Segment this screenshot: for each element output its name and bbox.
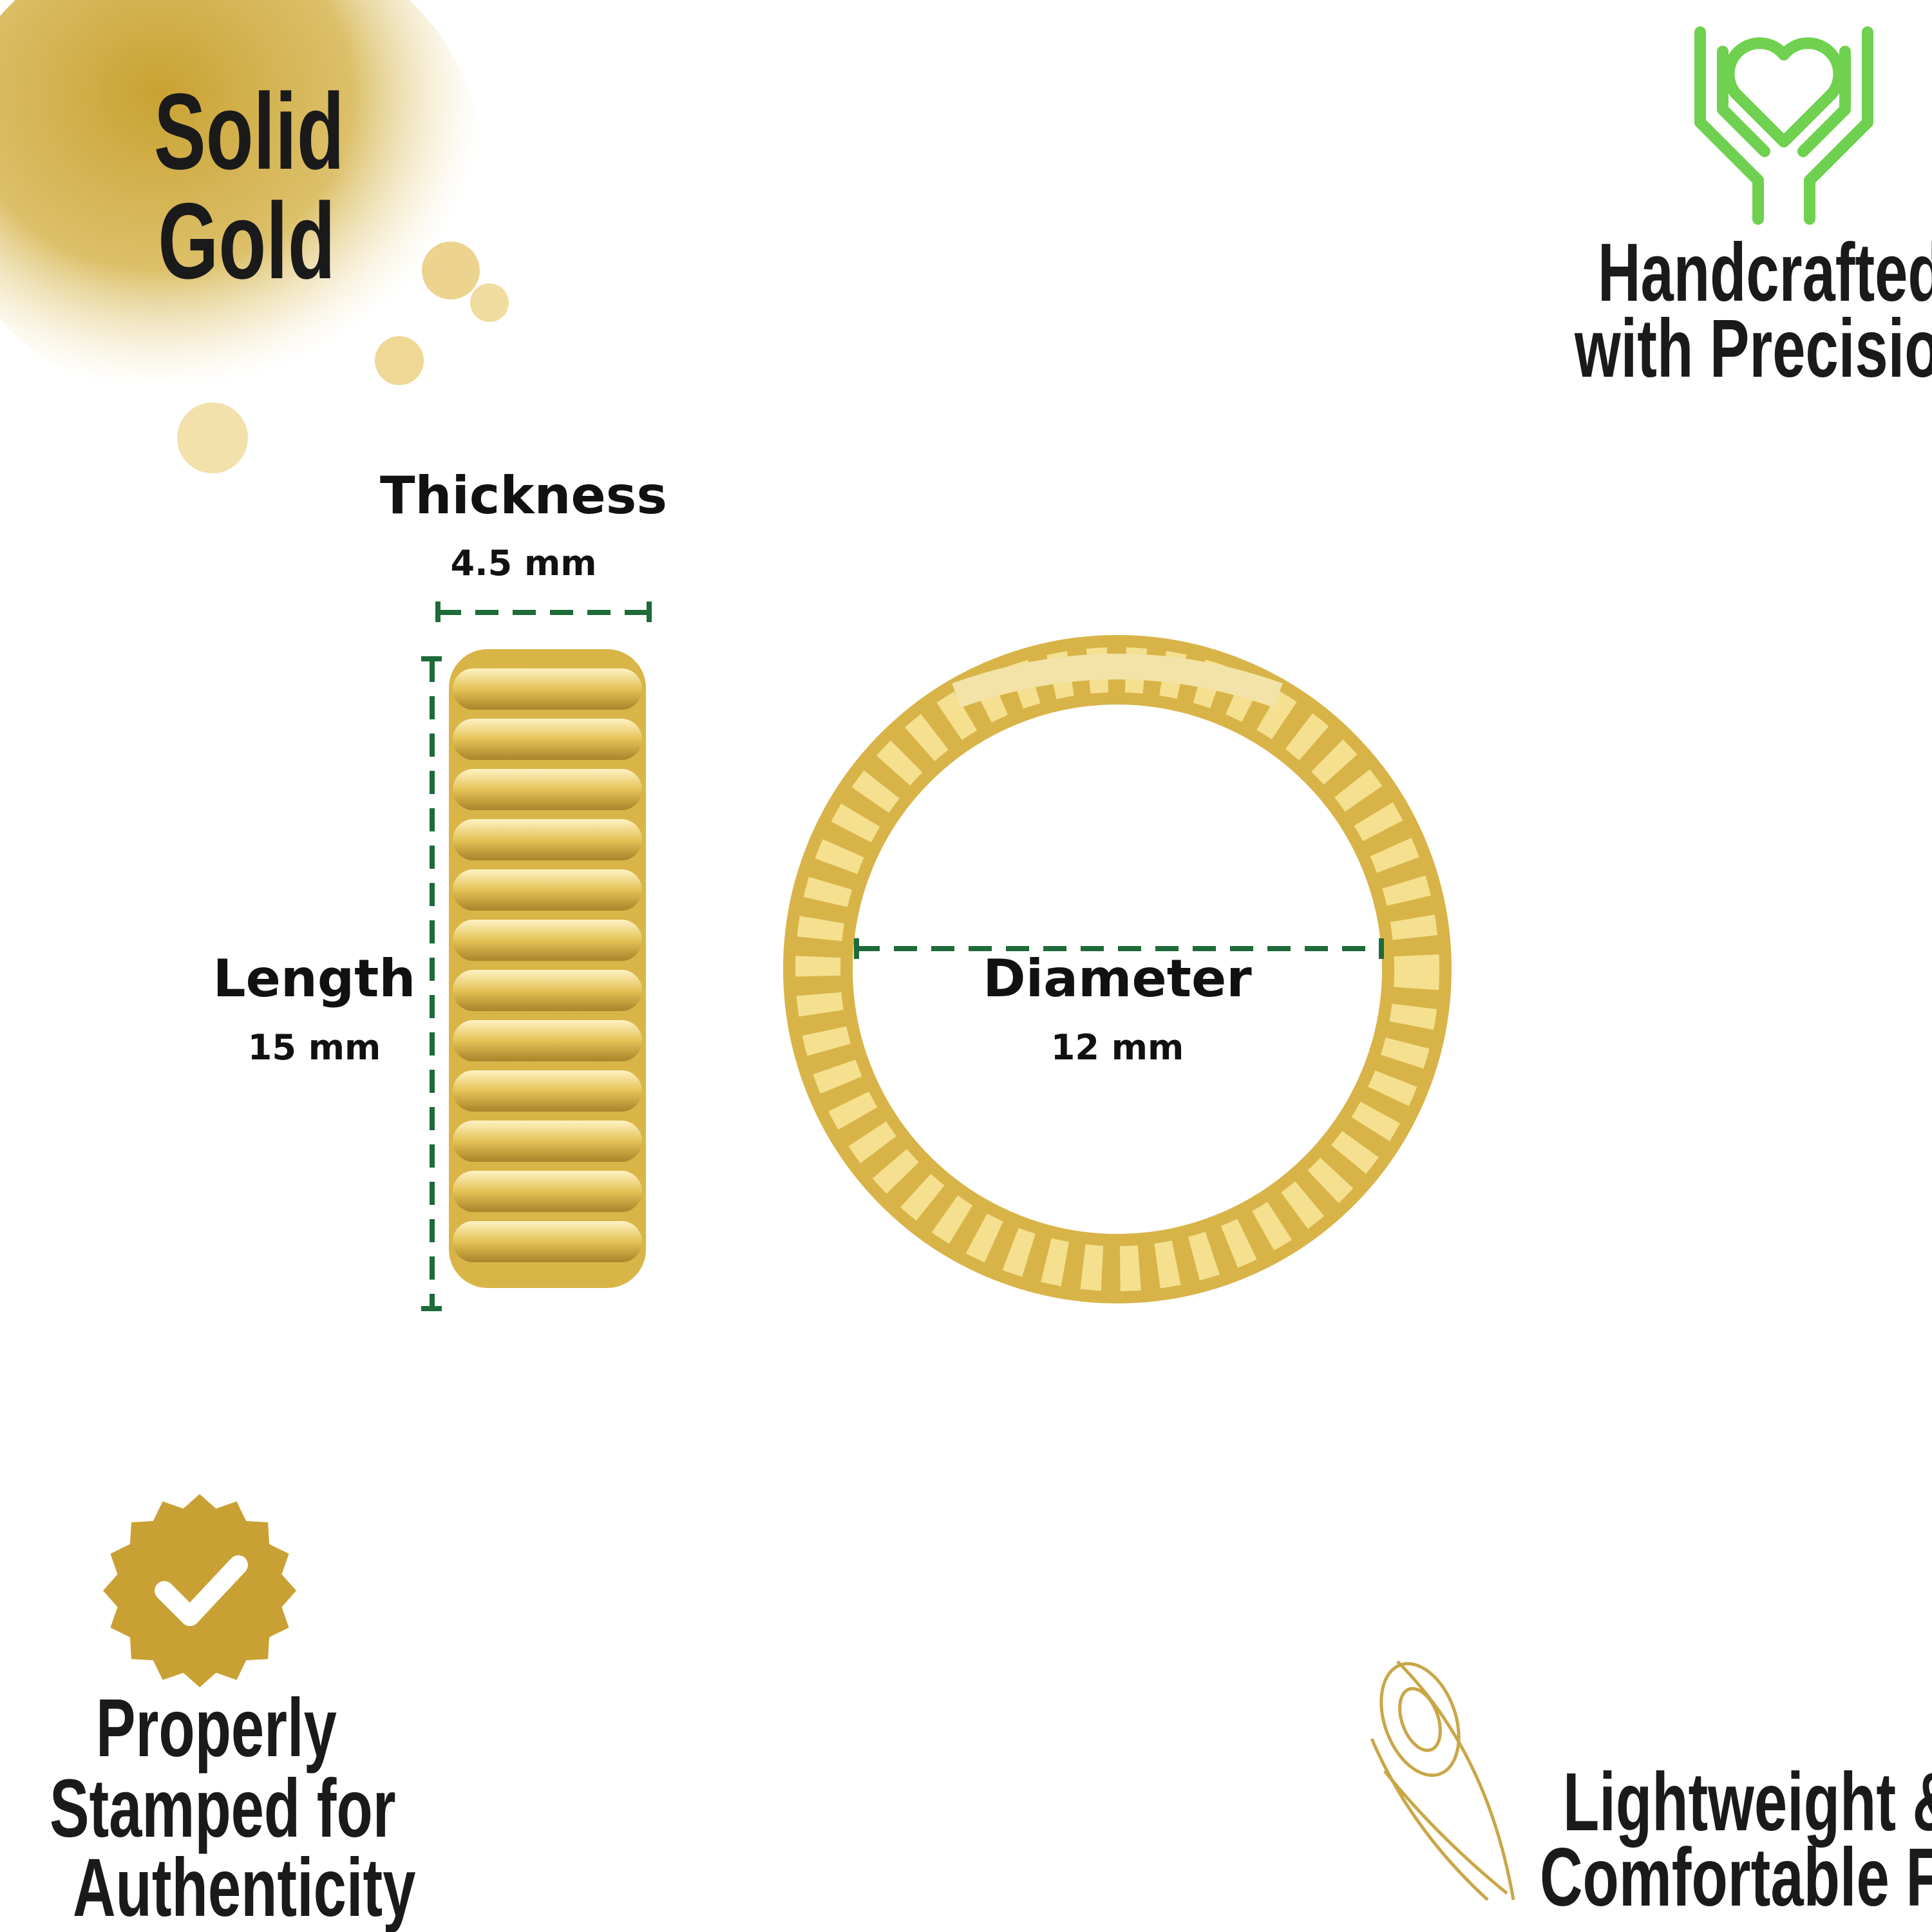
thickness-label: Thickness: [379, 466, 667, 526]
authenticity-text: Authenticity: [72, 1842, 416, 1932]
length-dashed-line: [421, 656, 442, 1311]
diameter-value: 12 mm: [1050, 1027, 1184, 1068]
comfortable-fit-text: Comfortable Fit: [1540, 1832, 1932, 1924]
thickness-value: 4.5 mm: [450, 543, 597, 583]
peacock-feather-icon: [1370, 1660, 1515, 1901]
length-value: 15 mm: [247, 1027, 381, 1068]
properly-text: Properly: [96, 1682, 337, 1774]
earring-rib: [453, 1070, 642, 1112]
diameter-label: Diameter: [983, 949, 1252, 1009]
gold-paint-splash: [0, 0, 509, 473]
earring-rib: [453, 970, 642, 1011]
earring-rib: [453, 1221, 642, 1262]
earring-rib: [453, 869, 642, 911]
lightweight-text: Lightweight &: [1563, 1756, 1932, 1848]
stamped-text: Stamped for: [49, 1763, 396, 1855]
precision-text: with Precision: [1575, 303, 1932, 395]
earring-rib: [453, 769, 642, 810]
gold-text: Gold: [158, 180, 336, 301]
earring-rib: [453, 1020, 642, 1061]
earring-rib: [453, 1171, 642, 1212]
hands-heart-icon: [1694, 26, 1873, 225]
earring-rib: [453, 920, 642, 961]
solid-text: Solid: [154, 71, 345, 192]
earring-rib: [453, 1121, 642, 1162]
earring-hoop-view: [783, 635, 1452, 1303]
earring-side-view: [449, 649, 646, 1288]
thickness-dashed-line: [435, 601, 652, 622]
length-label: Length: [213, 949, 416, 1009]
earring-rib: [453, 668, 642, 710]
earring-rib: [453, 719, 642, 760]
earring-rib: [453, 819, 642, 860]
gold-check-seal-icon: [103, 1494, 296, 1687]
diameter-dashed-line: [854, 938, 1384, 959]
handcrafted-text: Handcrafted: [1598, 227, 1932, 319]
